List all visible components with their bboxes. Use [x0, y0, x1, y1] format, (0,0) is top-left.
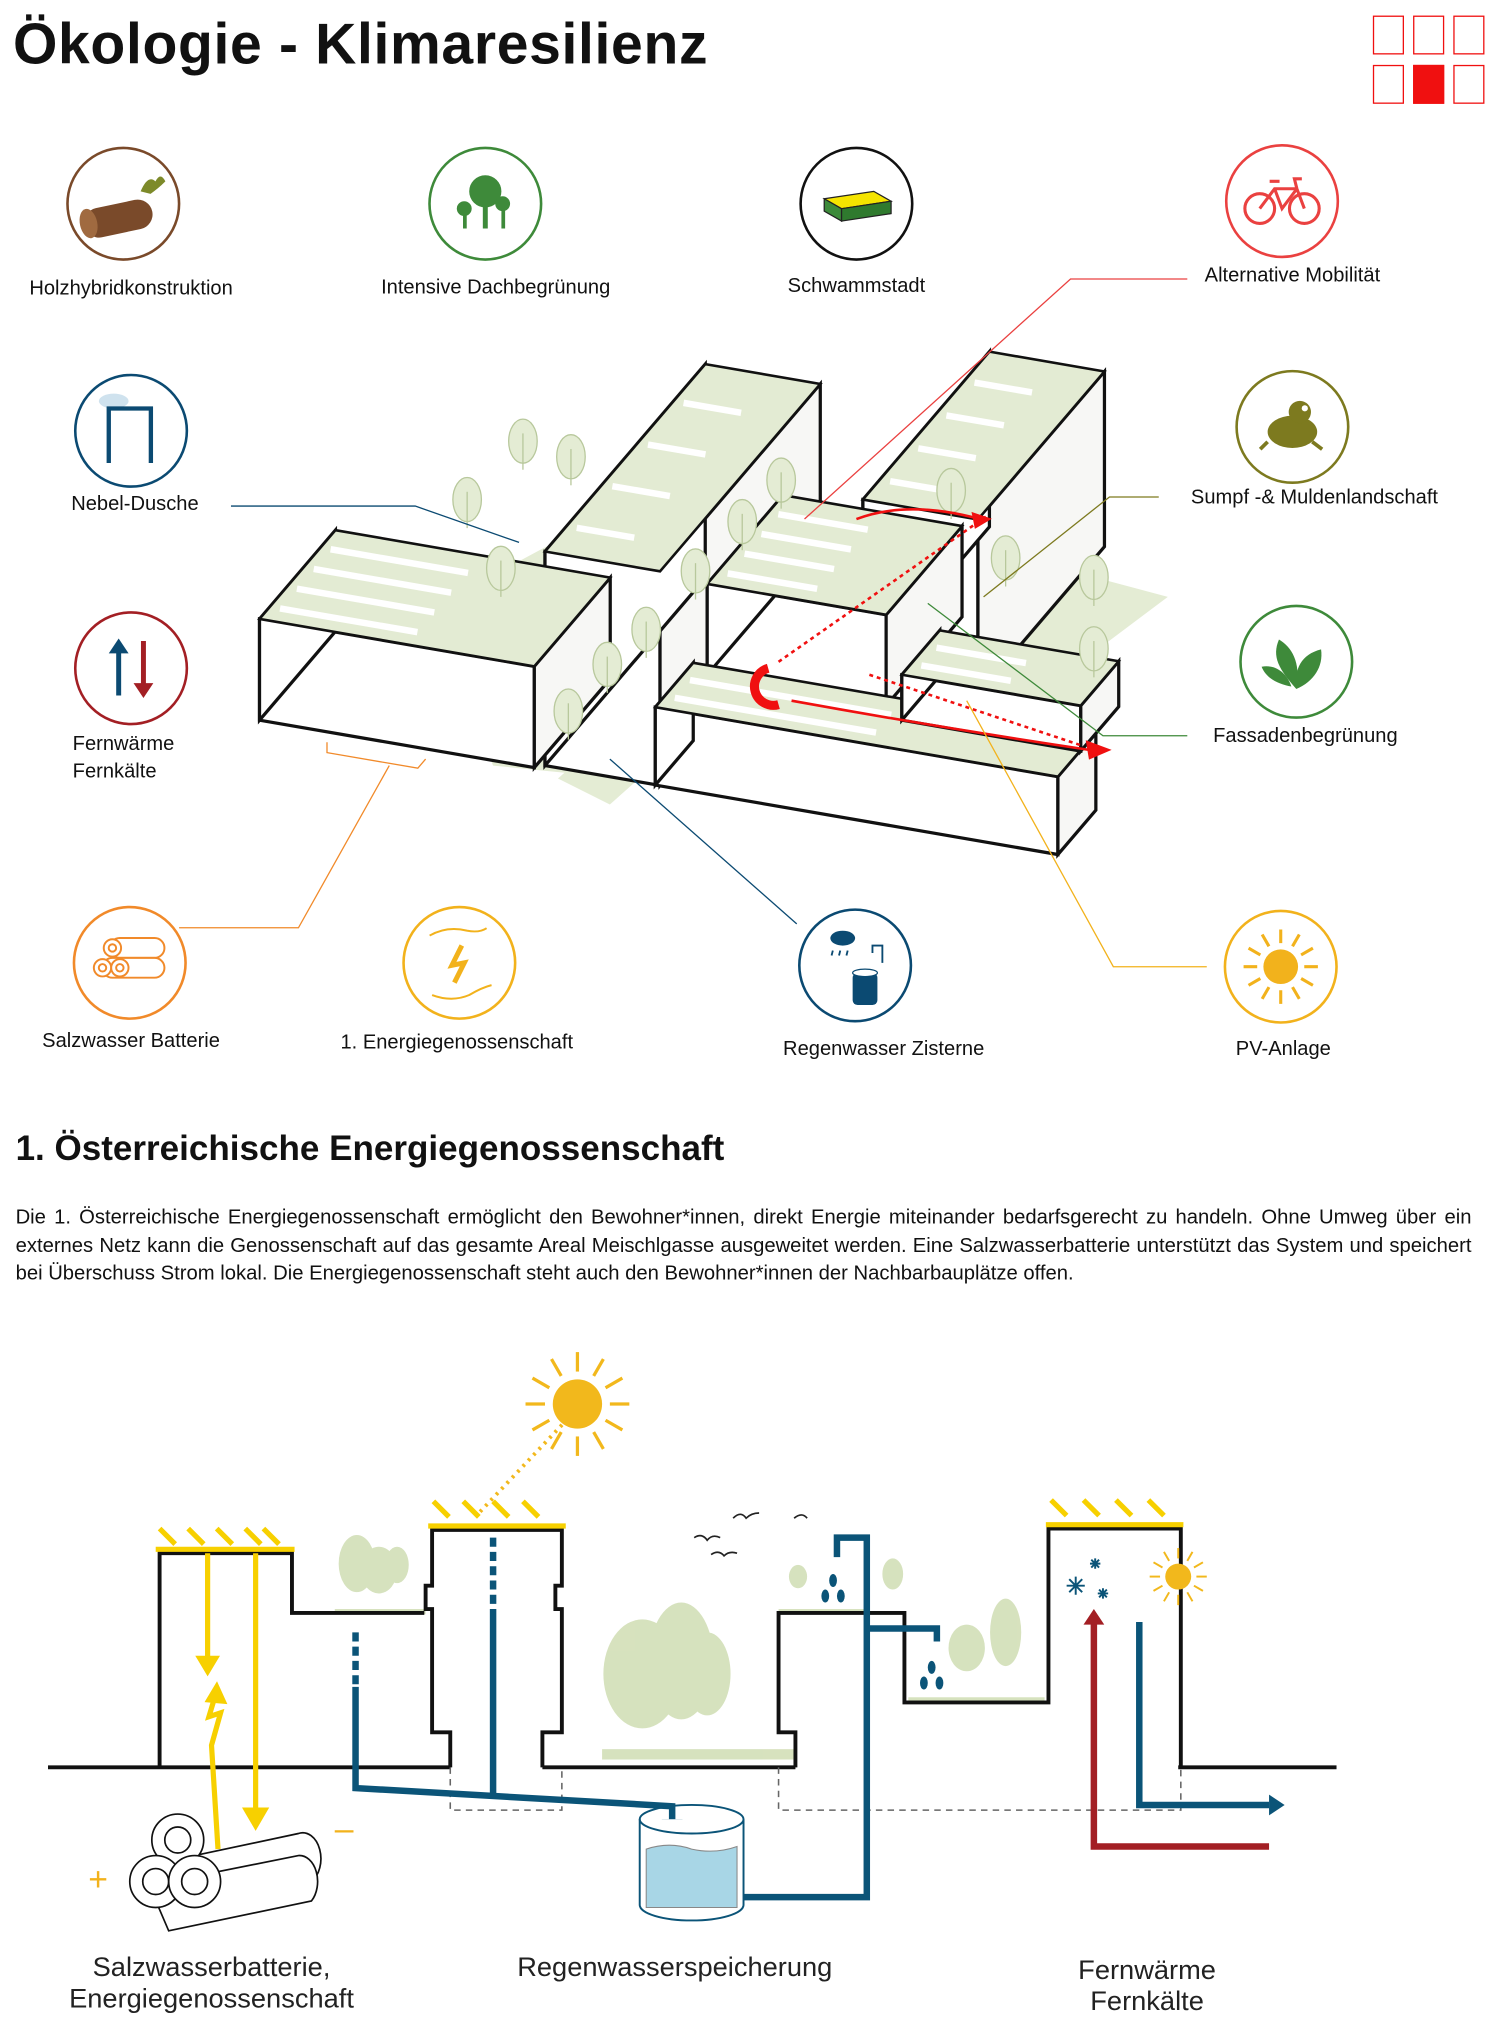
- energy-flow-lines: [195, 1553, 270, 1850]
- hands-energy-icon: [402, 905, 517, 1020]
- label-salzwasser-batterie: Salzwasser Batterie: [42, 1030, 220, 1053]
- rain-cistern-icon: [798, 908, 913, 1023]
- leader-lines: [179, 278, 1207, 968]
- section-body: Die 1. Österreichische Energiegenossensc…: [15, 1206, 1472, 1285]
- arrow-out-cold: [1269, 1794, 1285, 1816]
- tree: [631, 606, 662, 658]
- label-fernkaelte-section: Fernkälte: [1090, 1986, 1204, 2017]
- salt-water-battery: [128, 1813, 322, 1932]
- mist-shower-icon: [73, 373, 189, 488]
- grid-cell: [1453, 64, 1485, 104]
- leaves-icon: [1239, 604, 1354, 719]
- label-fassadenbegruenung: Fassadenbegrünung: [1213, 725, 1398, 748]
- heat-pipe: [1090, 1619, 1270, 1850]
- label-sumpf-muldenlandschaft: Sumpf -& Muldenlandschaft: [1190, 486, 1439, 509]
- snowflakes: [1066, 1558, 1109, 1599]
- axonometric-site-diagram: [179, 278, 1207, 968]
- label-fernkaelte: Fernkälte: [72, 760, 157, 783]
- battery-minus: –: [335, 1810, 354, 1848]
- tree: [680, 548, 711, 600]
- tree: [508, 418, 538, 470]
- bicycle-icon: [1224, 144, 1340, 259]
- label-salzwasserbatterie: Salzwasserbatterie,: [92, 1952, 331, 1983]
- tree: [556, 434, 586, 486]
- tree: [766, 457, 797, 509]
- sun-large: [525, 1352, 630, 1456]
- label-regenwasser-zisterne: Regenwasser Zisterne: [783, 1038, 985, 1061]
- sponge-icon: [799, 146, 914, 261]
- label-nebel-dusche: Nebel-Dusche: [71, 493, 199, 516]
- sun-icon: [1223, 909, 1338, 1024]
- tree: [1078, 554, 1109, 606]
- tree: [452, 476, 483, 529]
- page-title: Ökologie - Klimaresilienz: [12, 12, 709, 77]
- label-energiegenossenschaft: 1. Energiegenossenschaft: [340, 1031, 574, 1054]
- tree: [1078, 626, 1109, 678]
- label-holzhybridkonstruktion: Holzhybridkonstruktion: [29, 277, 233, 300]
- label-fernwaerme-section: Fernwärme: [1078, 1955, 1216, 1986]
- grid-cell: [1413, 15, 1445, 55]
- solar-panels: [155, 1498, 1184, 1552]
- tree: [553, 688, 584, 740]
- grid-cell-active: [1413, 64, 1445, 104]
- rainwater-pipes: [352, 1534, 1270, 1901]
- label-intensive-dachbegruenung: Intensive Dachbegrünung: [381, 276, 611, 299]
- label-schwammstadt: Schwammstadt: [787, 275, 926, 298]
- section-trees: [334, 1535, 1045, 1760]
- tree: [485, 545, 516, 597]
- label-alternative-mobilitaet: Alternative Mobilität: [1204, 264, 1381, 287]
- label-pv-anlage: PV-Anlage: [1235, 1038, 1331, 1061]
- sun-ray-dotted: [478, 1419, 568, 1514]
- arrow-heat-up: [1083, 1609, 1105, 1625]
- trees-icon: [428, 146, 543, 261]
- tree: [592, 641, 623, 693]
- airflow-arrows: [749, 508, 1112, 760]
- label-fernwaerme: Fernwärme: [72, 733, 175, 756]
- section-title: 1. Österreichische Energiegenossenschaft: [15, 1128, 725, 1168]
- grid-cell: [1372, 15, 1405, 55]
- building-block: [899, 625, 1122, 756]
- label-energiegenossenschaft-section: Energiegenossenschaft: [69, 1984, 354, 2014]
- water-drops: [821, 1573, 944, 1690]
- tree: [936, 467, 967, 520]
- grid-cell: [1372, 64, 1405, 104]
- heat-cold-arrows-icon: [73, 611, 189, 726]
- building-block: [652, 658, 1099, 859]
- timber-log-icon: [66, 146, 181, 261]
- building-outlines: [157, 1526, 1183, 1768]
- tree: [727, 498, 758, 551]
- foundation-outlines: [449, 1767, 1182, 1811]
- birds: [693, 1512, 808, 1558]
- grid-cell: [1453, 15, 1485, 55]
- battery-plus: +: [88, 1861, 108, 1899]
- progress-grid: [1372, 15, 1487, 107]
- label-regenwasserspeicherung: Regenwasserspeicherung: [517, 1952, 833, 1983]
- building-block: [257, 525, 613, 772]
- sun-small: [1149, 1548, 1207, 1606]
- frog-icon: [1235, 369, 1350, 485]
- rainwater-tank: [638, 1803, 745, 1922]
- battery-cylinders-icon: [72, 905, 187, 1020]
